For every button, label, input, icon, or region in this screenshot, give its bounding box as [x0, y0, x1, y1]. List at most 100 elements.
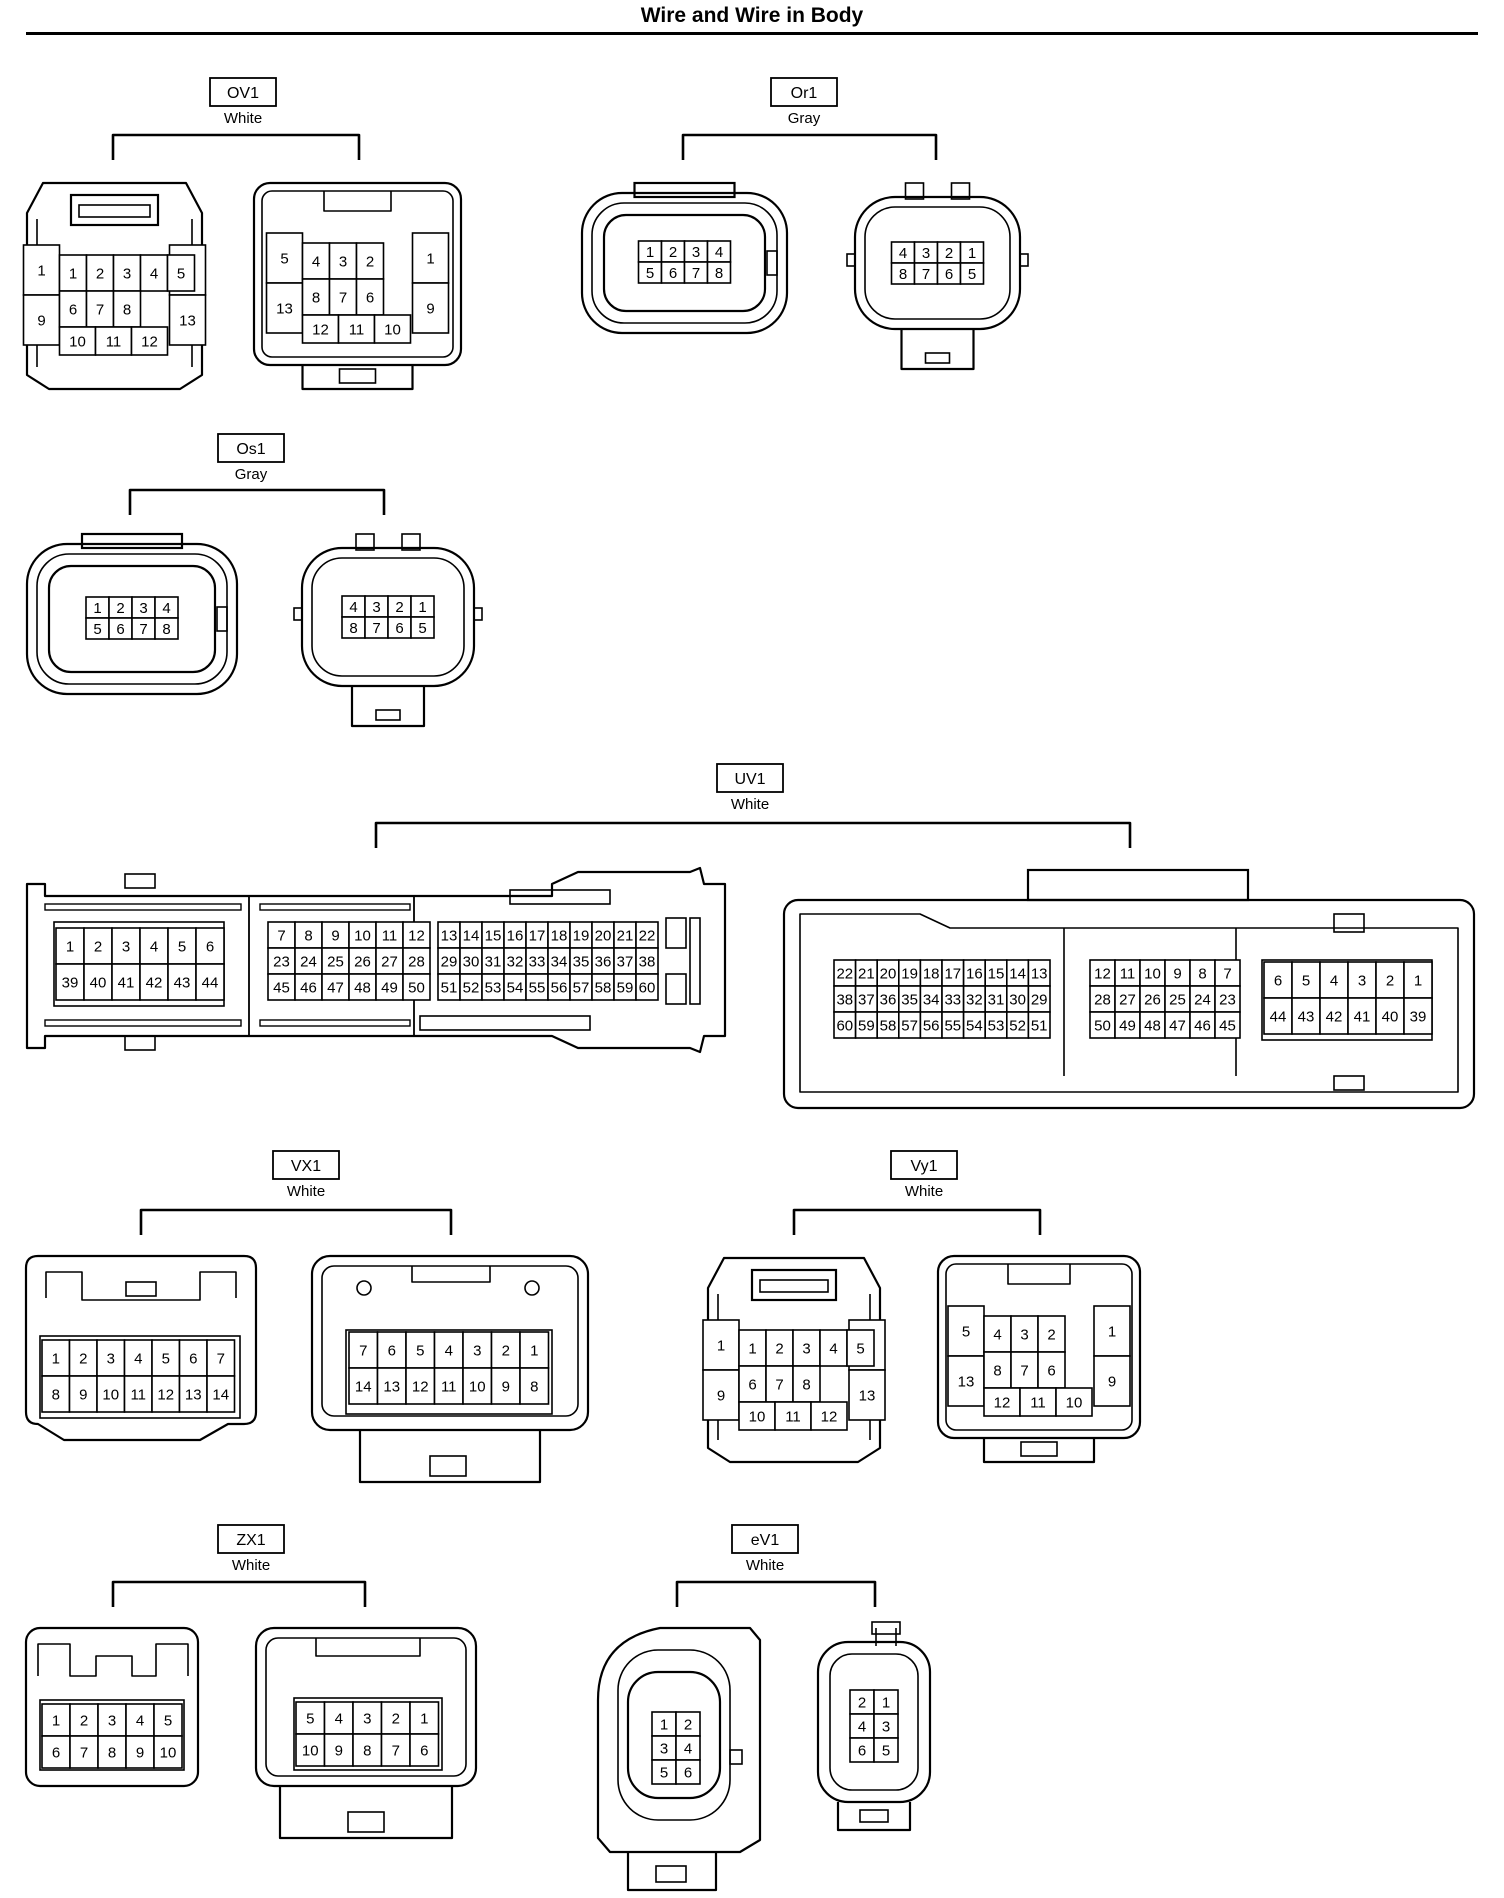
pin-cell: 5 [151, 1339, 181, 1377]
pin-cell: 2 [675, 1711, 701, 1737]
pin-cell: 5 [405, 1331, 436, 1369]
pin-cell: 2 [355, 242, 385, 280]
pin-cell: 13 [265, 282, 304, 334]
pin-cell: 17 [525, 921, 549, 949]
pin-cell: 8 [294, 921, 323, 949]
pin-cell: 21 [613, 921, 637, 949]
pin-label: 12 [312, 321, 329, 338]
pin-label: 50 [408, 979, 425, 996]
pin-cell: 60 [833, 1011, 857, 1039]
pin-cell: 23 [267, 947, 296, 975]
pin-label: 8 [108, 1744, 116, 1761]
pin-cell: 6 [936, 262, 962, 285]
pin-cell: 5 [947, 1305, 985, 1357]
pin-cell: 32 [962, 985, 986, 1013]
pin-cell: 11 [123, 1375, 153, 1413]
connector-color: White [731, 796, 769, 813]
pin-label: 13 [179, 312, 196, 329]
pin-cell: 12 [151, 1375, 181, 1413]
pin-cell: 43 [167, 963, 197, 1001]
pin-cell: 5 [1291, 961, 1321, 999]
pin-cell: 9 [1164, 959, 1191, 987]
pin-label: 10 [302, 1742, 319, 1759]
pin-cell: 2 [108, 596, 133, 619]
pin-cell: 43 [1291, 997, 1321, 1035]
pin-cell: 7 [765, 1365, 794, 1403]
pin-cell: 9 [702, 1369, 740, 1421]
pin-cell: 4 [139, 254, 169, 292]
pin-label: 3 [363, 1710, 371, 1727]
pin-label: 9 [335, 1742, 343, 1759]
pin-label: 6 [748, 1376, 756, 1393]
pin-label: 7 [217, 1350, 225, 1367]
pin-label: 23 [273, 953, 290, 970]
pin-label: 5 [280, 250, 288, 267]
pin-cell: 36 [876, 985, 900, 1013]
pin-label: 34 [551, 953, 568, 970]
connector-bracket [111, 1580, 367, 1607]
pin-cell: 9 [1093, 1355, 1131, 1407]
pin-cell: 26 [348, 947, 377, 975]
pin-label: 7 [1020, 1362, 1028, 1379]
pin-label: 7 [96, 301, 104, 318]
pin-cell: 6 [849, 1737, 875, 1763]
pin-label: 2 [80, 1712, 88, 1729]
pin-cell: 7 [1010, 1351, 1039, 1389]
pin-cell: 58 [591, 973, 615, 1001]
pin-cell: 1 [519, 1331, 550, 1369]
pin-label: 6 [189, 1350, 197, 1367]
pin-cell: 57 [897, 1011, 922, 1039]
pin-label: 10 [160, 1744, 177, 1761]
pin-cell: 8 [112, 290, 142, 328]
pin-cell: 7 [683, 261, 709, 284]
pin-cell: 56 [919, 1011, 943, 1039]
pin-label: 3 [660, 1740, 668, 1757]
pin-cell: 7 [364, 616, 389, 639]
pin-label: 9 [79, 1386, 87, 1403]
pin-label: 5 [164, 1712, 172, 1729]
pin-cell: 30 [1005, 985, 1030, 1013]
pin-label: 15 [485, 927, 502, 944]
connector-code-box [217, 433, 285, 463]
pin-label: 1 [1108, 1323, 1116, 1340]
pin-label: 4 [993, 1326, 1001, 1343]
pin-label: 6 [366, 289, 374, 306]
pin-cell: 33 [941, 985, 965, 1013]
pin-label: 41 [118, 974, 135, 991]
pin-cell: 12 [405, 1367, 436, 1405]
pin-label: 1 [717, 1337, 725, 1354]
pin-label: 16 [966, 965, 983, 982]
pin-label: 1 [93, 600, 101, 617]
pin-cell: 6 [178, 1339, 208, 1377]
pin-label: 5 [416, 1342, 424, 1359]
pin-cell: 2 [83, 927, 113, 965]
pin-label: 25 [1169, 991, 1186, 1008]
pin-label: 2 [1386, 972, 1394, 989]
pin-cell: 11 [774, 1401, 812, 1431]
pin-cell: 10 [58, 326, 97, 356]
pin-cell: 1 [738, 1329, 767, 1367]
pin-cell: 5 [651, 1759, 677, 1785]
pin-cell: 41 [1347, 997, 1377, 1035]
pin-label: 33 [944, 991, 961, 1008]
pin-label: 43 [174, 974, 191, 991]
pin-cell: 47 [1164, 1011, 1191, 1039]
pin-cell: 3 [97, 1703, 127, 1737]
pin-label: 24 [1194, 991, 1211, 1008]
pin-label: 54 [966, 1017, 983, 1034]
connector-code-box [209, 77, 277, 107]
pin-label: 2 [94, 938, 102, 955]
pin-cell: 3 [1347, 961, 1377, 999]
pin-cell: 48 [1139, 1011, 1166, 1039]
pin-label: 58 [880, 1017, 897, 1034]
pin-cell: 2 [660, 240, 686, 263]
pin-cell: 17 [941, 959, 965, 987]
pin-cell: 7 [131, 617, 156, 640]
pin-cell: 39 [55, 963, 85, 1001]
